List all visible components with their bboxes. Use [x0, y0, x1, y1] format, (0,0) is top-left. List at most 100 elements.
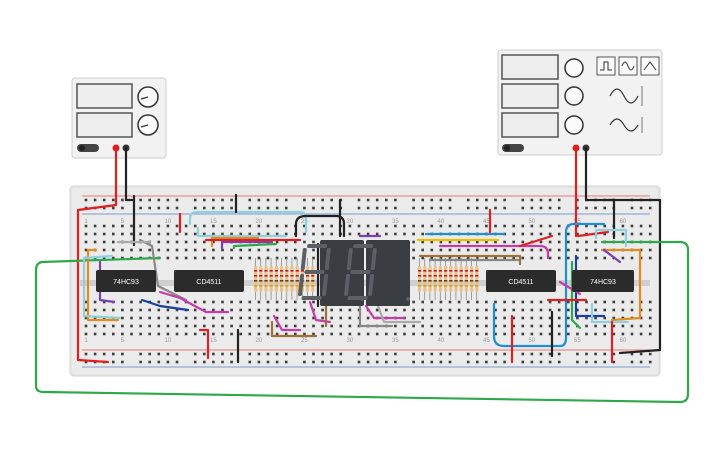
frequency-knob[interactable] [564, 58, 584, 78]
green-loop-wire [34, 240, 690, 404]
column-number: 60 [620, 219, 627, 225]
supply-black-wire [124, 146, 134, 202]
resistor-array-left[interactable] [254, 258, 315, 300]
resistor[interactable] [274, 258, 278, 300]
seven-segment-display-right[interactable] [344, 240, 410, 306]
column-number: 55 [574, 219, 581, 225]
resistor[interactable] [285, 258, 289, 300]
lightblue-wire-right-bottom [590, 302, 630, 324]
resistor[interactable] [423, 258, 427, 300]
column-number: 5 [121, 219, 125, 225]
offset-display [501, 112, 559, 138]
display-segments [344, 244, 410, 301]
resistor[interactable] [449, 258, 453, 300]
navy-wire-left [140, 298, 190, 312]
column-number: 10 [165, 338, 172, 344]
column-number: 35 [392, 338, 399, 344]
offset-wave-icon [609, 118, 639, 132]
column-number: 45 [483, 219, 490, 225]
gray-wire-right-mid [376, 304, 422, 324]
dc-power-supply[interactable] [71, 77, 167, 159]
gray-wire-right-mid-2 [358, 300, 394, 328]
column-number: 60 [620, 338, 627, 344]
resistor-array-right[interactable] [418, 258, 479, 300]
display-segments [298, 244, 364, 301]
resistor[interactable] [259, 258, 263, 300]
orange-wire-right [600, 248, 642, 322]
resistor[interactable] [433, 258, 437, 300]
column-number: 1 [84, 338, 88, 344]
current-display [76, 112, 133, 138]
resistor[interactable] [254, 258, 258, 300]
column-number: 40 [438, 219, 445, 225]
sine-wave-button[interactable] [640, 56, 660, 76]
column-number: 20 [256, 219, 263, 225]
amplitude-display [501, 83, 559, 109]
chip-label: CD4511 [508, 279, 533, 286]
red-wire-right-top [576, 230, 610, 238]
magenta-wire-right-top [438, 244, 550, 260]
column-number: 25 [301, 219, 308, 225]
square-wave-button[interactable] [596, 56, 616, 76]
resistor[interactable] [438, 258, 442, 300]
resistor[interactable] [269, 258, 273, 300]
red-wire-bottom-left [198, 328, 210, 360]
column-number: 25 [301, 338, 308, 344]
chip-right-74hc93[interactable]: 74HC93 [572, 270, 634, 292]
amplitude-knob[interactable] [564, 86, 584, 106]
chip-label: CD4511 [196, 279, 221, 286]
resistor[interactable] [464, 258, 468, 300]
resistor[interactable] [475, 258, 479, 300]
blue-loop-wire-right [492, 222, 606, 348]
column-number: 15 [210, 219, 217, 225]
chip-label: 74HC93 [113, 279, 139, 286]
chip-label: 74HC93 [590, 279, 616, 286]
seven-segment-display-left[interactable] [298, 240, 364, 306]
function-generator[interactable] [497, 49, 663, 156]
chip-right-cd4511[interactable]: CD4511 [486, 270, 556, 292]
resistor[interactable] [264, 258, 268, 300]
magenta-wire-left [158, 290, 230, 314]
black-rail-right [606, 198, 662, 355]
resistor[interactable] [470, 258, 474, 300]
column-number: 40 [438, 338, 445, 344]
column-number: 50 [529, 219, 536, 225]
resistor[interactable] [444, 258, 448, 300]
green-wire-top [232, 242, 278, 250]
offset-knob[interactable] [564, 115, 584, 135]
orange-wire-left [86, 248, 120, 322]
resistor[interactable] [428, 258, 432, 300]
brown-wire-right [418, 254, 522, 266]
column-number: 5 [121, 338, 125, 344]
purple-wire-right [602, 248, 622, 264]
column-number: 1 [84, 219, 88, 225]
magenta-wire-mid [272, 314, 302, 332]
resistor[interactable] [295, 258, 299, 300]
resistor[interactable] [459, 258, 463, 300]
column-number: 55 [574, 338, 581, 344]
column-number: 15 [210, 338, 217, 344]
voltage-display [76, 83, 133, 109]
chip-left-74hc93[interactable]: 74HC93 [96, 270, 156, 292]
lightblue-wire-left [82, 254, 122, 320]
column-number: 35 [392, 219, 399, 225]
column-number: 30 [347, 219, 354, 225]
chip-left-cd4511[interactable]: CD4511 [174, 270, 244, 292]
resistor[interactable] [454, 258, 458, 300]
resistor[interactable] [290, 258, 294, 300]
black-wire-right-top [584, 198, 616, 240]
resistor[interactable] [280, 258, 284, 300]
lightblue-wire-2 [196, 226, 288, 238]
black-arch-wire [294, 214, 346, 238]
column-number: 50 [529, 338, 536, 344]
lightblue-wire-right-top [594, 228, 628, 248]
column-number: 10 [165, 219, 172, 225]
column-number: 45 [483, 338, 490, 344]
brown-wire-mid [270, 320, 318, 338]
column-number: 30 [347, 338, 354, 344]
frequency-display [501, 54, 559, 80]
resistor[interactable] [418, 258, 422, 300]
